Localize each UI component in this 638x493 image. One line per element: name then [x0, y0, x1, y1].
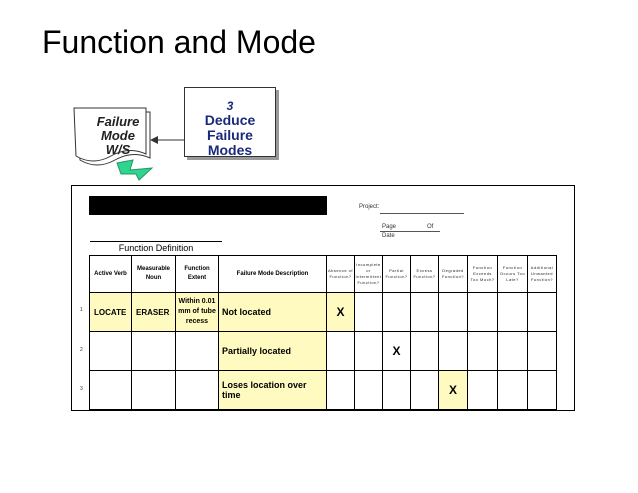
row-3-q6	[467, 370, 498, 410]
row-2-q4	[410, 331, 439, 371]
row-2-q5	[438, 331, 468, 371]
header-measurable-noun-text: Measurable Noun	[136, 266, 170, 281]
header-failure-mode-text: Failure Mode Description	[236, 270, 309, 277]
row-1-extent: Within 0.01 mm of tube recess	[175, 292, 219, 332]
header-q1: Absence of Function?	[326, 255, 355, 293]
row-3-q7	[497, 370, 528, 410]
project-field-line	[380, 213, 464, 214]
row-2-q3-mark: X	[382, 331, 411, 371]
header-q1-text: Absence of Function?	[328, 268, 354, 279]
row-1-failure-mode: Not located	[218, 292, 327, 332]
header-q6-text: Function Exceeds Too Much?	[470, 265, 495, 282]
row-1-q5	[438, 292, 468, 332]
row-3-number: 3	[80, 386, 83, 392]
header-failure-mode: Failure Mode Description	[218, 255, 327, 293]
row-1-q3	[382, 292, 411, 332]
header-function-extent: Function Extent	[175, 255, 219, 293]
row-3-failure-mode: Loses location over time	[218, 370, 327, 410]
page-label: Page	[382, 224, 397, 230]
row-3-q4	[410, 370, 439, 410]
row-1-noun: ERASER	[131, 292, 176, 332]
date-label: Date	[382, 233, 395, 239]
row-2-noun	[131, 331, 176, 371]
row-1-number: 1	[80, 307, 83, 313]
row-3-q2	[354, 370, 383, 410]
page-field-line	[380, 231, 440, 232]
row-1-q2	[354, 292, 383, 332]
header-active-verb-text: Active Verb	[94, 270, 127, 277]
of-label: Of	[427, 224, 434, 230]
row-2-q1	[326, 331, 355, 371]
row-1-q7	[497, 292, 528, 332]
step-label-line-2: Failure Modes	[207, 127, 253, 158]
header-q6: Function Exceeds Too Much?	[467, 255, 498, 293]
header-q7-text: Function Occurs Too Late?	[499, 265, 526, 282]
header-q7: Function Occurs Too Late?	[497, 255, 528, 293]
row-3-q3	[382, 370, 411, 410]
row-2-extent	[175, 331, 219, 371]
header-active-verb: Active Verb	[89, 255, 132, 293]
row-2-q6	[467, 331, 498, 371]
header-q4-text: Excess Function?	[413, 268, 436, 279]
header-q3-text: Partial Function?	[385, 268, 408, 279]
row-1-q8	[527, 292, 557, 332]
failure-mode-worksheet: Project: Page Of Date Function Definitio…	[71, 185, 575, 411]
header-q3: Partial Function?	[382, 255, 411, 293]
row-3-q8	[527, 370, 557, 410]
row-3-noun	[131, 370, 176, 410]
doc-line-2: Mode	[101, 128, 135, 143]
header-q2-text: Incomplete or Intermittent Function?	[355, 262, 382, 285]
step-number: 3	[226, 99, 234, 113]
row-2-q2	[354, 331, 383, 371]
project-label: Project:	[359, 204, 380, 210]
row-2-number: 2	[80, 347, 83, 353]
header-measurable-noun: Measurable Noun	[131, 255, 176, 293]
row-3-q1	[326, 370, 355, 410]
header-q2: Incomplete or Intermittent Function?	[354, 255, 383, 293]
header-q8: Additional Unwanted Function?	[527, 255, 557, 293]
flow-diagram	[73, 107, 185, 181]
slide-title: Function and Mode	[42, 24, 316, 60]
step-box: 3 Deduce Failure Modes	[184, 87, 276, 158]
row-3-extent	[175, 370, 219, 410]
row-2-failure-mode: Partially located	[218, 331, 327, 371]
row-2-q8	[527, 331, 557, 371]
function-definition-label: Function Definition	[90, 241, 222, 254]
header-q8-text: Additional Unwanted Function?	[530, 265, 554, 282]
failure-mode-worksheet-doc: Failure Mode W/S	[88, 115, 148, 157]
row-1-extent-text: Within 0.01 mm of tube recess	[178, 298, 216, 325]
row-2-q7	[497, 331, 528, 371]
header-q4: Excess Function?	[410, 255, 439, 293]
row-1-q4	[410, 292, 439, 332]
header-q5: Degraded Function?	[438, 255, 468, 293]
doc-line-3: W/S	[105, 142, 131, 157]
row-1-verb: LOCATE	[89, 292, 132, 332]
doc-line-1: Failure	[96, 114, 140, 129]
row-3-verb	[89, 370, 132, 410]
row-1-q1-mark: X	[326, 292, 355, 332]
row-3-q5-mark: X	[438, 370, 468, 410]
row-1-q6	[467, 292, 498, 332]
row-2-verb	[89, 331, 132, 371]
header-q5-text: Degraded Function?	[441, 268, 465, 279]
step-label-line-1: Deduce	[204, 112, 256, 128]
header-function-extent-text: Function Extent	[184, 266, 210, 281]
redacted-header-bar	[89, 196, 327, 215]
